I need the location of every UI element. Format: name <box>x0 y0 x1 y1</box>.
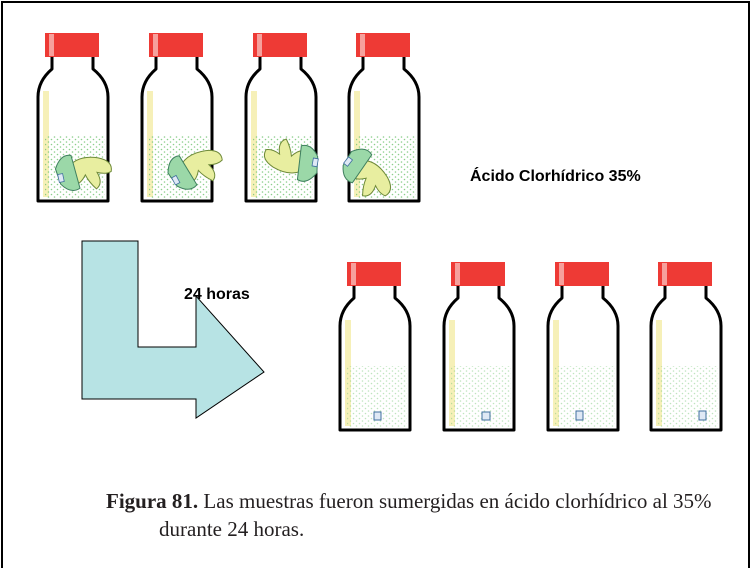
figure-caption: Figura 81. Las muestras fueron sumergida… <box>106 487 746 543</box>
caption-text-line1: Las muestras fueron sumergidas en ácido … <box>198 489 712 513</box>
process-arrow <box>81 240 265 419</box>
time-label: 24 horas <box>184 286 250 303</box>
bottle-after-1 <box>338 260 412 432</box>
bottle-with-tooth-3 <box>244 31 323 203</box>
bottle-with-tooth-2 <box>140 31 231 203</box>
bottle-with-tooth-4 <box>333 31 421 208</box>
caption-label: Figura 81. <box>106 489 199 513</box>
caption-text-line2: durante 24 horas. <box>159 517 305 541</box>
acid-label: Ácido Clorhídrico 35% <box>470 168 641 185</box>
bottle-after-4 <box>649 260 723 432</box>
bottle-after-3 <box>546 260 620 432</box>
bottle-after-2 <box>442 260 516 432</box>
bottle-with-tooth-1 <box>36 31 116 203</box>
